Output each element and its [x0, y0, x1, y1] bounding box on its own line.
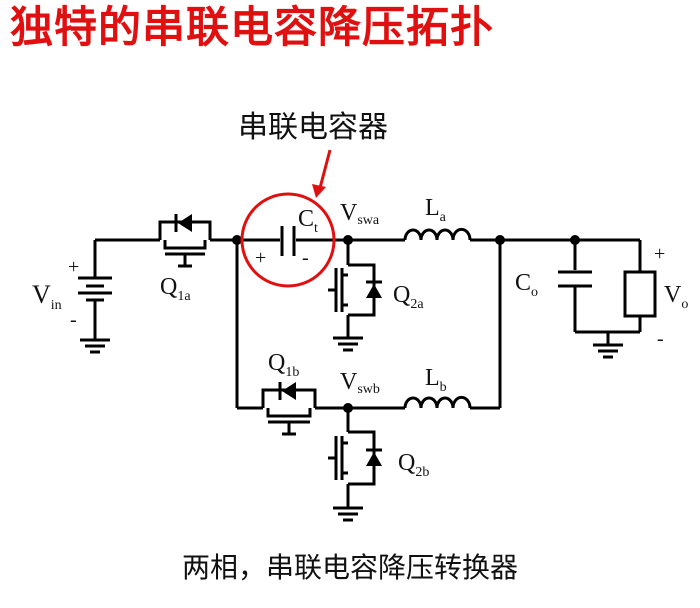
- svg-text:Vin: Vin: [32, 280, 62, 313]
- q2b-mosfet-icon: [328, 430, 382, 486]
- svg-text:Q2b: Q2b: [398, 450, 429, 480]
- vin-minus-label: -: [70, 309, 77, 331]
- lb-sub-label: b: [440, 380, 447, 395]
- svg-text:Q1b: Q1b: [268, 350, 299, 380]
- svg-text:Lb: Lb: [425, 365, 447, 395]
- ct-label: C: [298, 206, 314, 232]
- q2a-sub-label: 2a: [410, 297, 424, 312]
- svg-text:Q1a: Q1a: [160, 274, 191, 304]
- vin-label: V: [32, 280, 51, 309]
- q1a-mosfet-icon: [158, 214, 212, 268]
- svg-text:Ct: Ct: [298, 206, 318, 236]
- svg-text:La: La: [425, 195, 447, 225]
- ground-icon: [333, 506, 363, 522]
- callout-label: 串联电容器: [238, 110, 388, 145]
- vswa-label: V: [340, 200, 358, 226]
- q2a-mosfet-icon: [328, 263, 382, 317]
- ct-minus-label: -: [302, 247, 309, 269]
- q1b-label: Q: [268, 350, 285, 376]
- load-resistor: [623, 270, 657, 318]
- vin-sub-label: in: [51, 298, 62, 313]
- callout-arrow-icon: [312, 149, 332, 198]
- ct-sub-label: t: [314, 221, 318, 236]
- svg-text:Q2a: Q2a: [393, 282, 424, 312]
- vswa-sub-label: swa: [357, 213, 380, 228]
- lb-label: L: [425, 365, 440, 391]
- inductor-lb: [403, 395, 472, 409]
- la-label: L: [425, 195, 440, 221]
- ground-icon: [593, 343, 623, 359]
- vin-plus-label: +: [68, 256, 79, 278]
- q2b-sub-label: 2b: [415, 465, 429, 480]
- q1a-label: Q: [160, 274, 177, 300]
- wires: [93, 238, 642, 508]
- svg-text:Co: Co: [515, 270, 538, 300]
- q1b-mosfet-icon: [261, 382, 317, 436]
- co-sub-label: o: [531, 285, 538, 300]
- series-capacitor-ct: [280, 226, 296, 256]
- vo-minus-label: -: [657, 328, 664, 350]
- svg-text:Vswa: Vswa: [340, 200, 380, 228]
- vo-label: V: [664, 282, 682, 308]
- q2a-label: Q: [393, 282, 410, 308]
- q1b-sub-label: 1b: [285, 365, 299, 380]
- page-title: 独特的串联电容降压拓扑: [10, 3, 494, 53]
- vo-plus-label: +: [654, 243, 665, 265]
- q1a-sub-label: 1a: [177, 289, 191, 304]
- output-capacitor-co: [558, 270, 592, 288]
- input-source-battery: [78, 276, 112, 302]
- vo-sub-label: o: [681, 297, 688, 312]
- svg-text:Vo: Vo: [664, 282, 688, 312]
- capacitor-highlight-circle: [240, 192, 336, 288]
- ground-icon: [333, 336, 363, 352]
- inductor-la: [403, 227, 472, 241]
- co-label: C: [515, 270, 531, 296]
- vswb-label: V: [340, 369, 358, 395]
- ct-plus-label: +: [255, 247, 266, 269]
- vswb-sub-label: swb: [357, 382, 380, 397]
- figure-caption: 两相，串联电容降压转换器: [181, 551, 518, 584]
- ground-icon: [80, 338, 110, 354]
- la-sub-label: a: [440, 210, 447, 225]
- junction-dots: [232, 235, 580, 413]
- q2b-label: Q: [398, 450, 415, 476]
- svg-text:Vswb: Vswb: [340, 369, 380, 397]
